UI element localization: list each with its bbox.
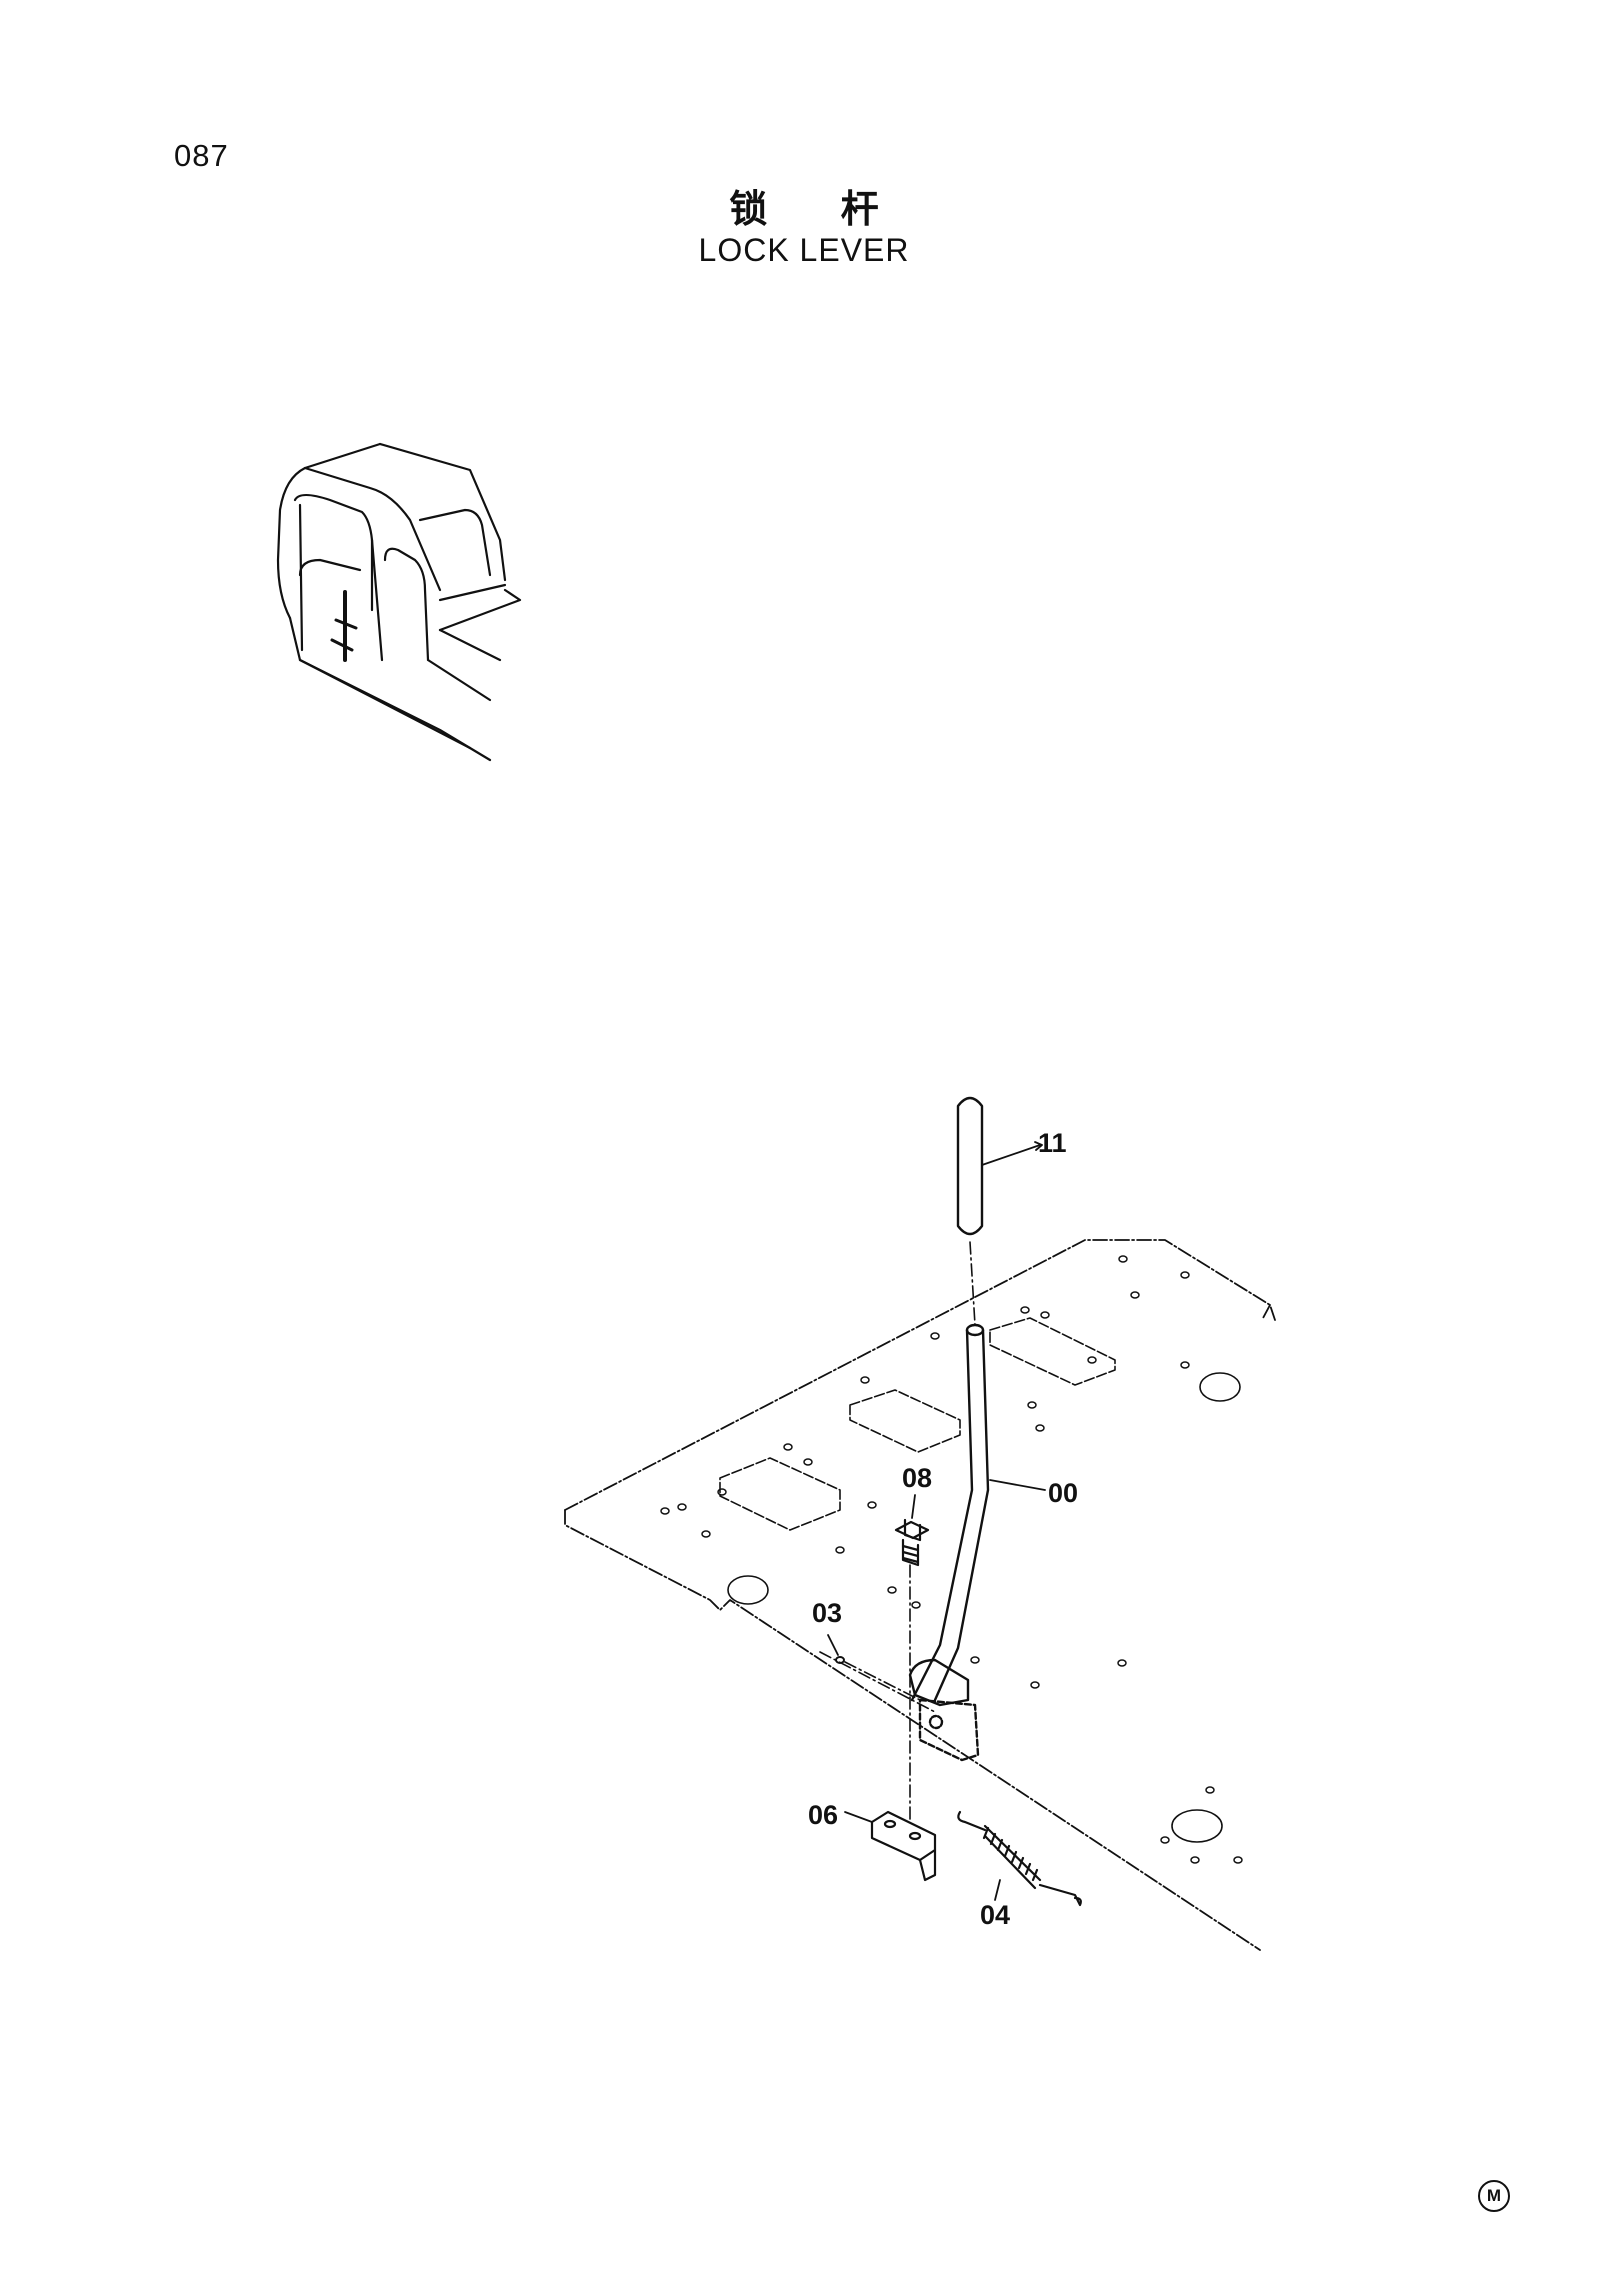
leader-lines — [827, 1141, 1046, 1901]
callout-00: 00 — [1048, 1478, 1079, 1508]
page-number: 087 — [174, 138, 229, 173]
bracket-part-06 — [870, 1810, 937, 1882]
floor-plate-cutouts — [719, 1317, 1241, 1843]
spring-part-04 — [957, 1810, 1082, 1907]
grip-part-11 — [956, 1096, 984, 1236]
callout-08: 08 — [902, 1463, 933, 1493]
cab-locator-illustration — [276, 442, 522, 762]
floor-plate — [564, 1239, 1276, 1951]
floor-plate-holes — [660, 1255, 1243, 1864]
title-chinese: 锁 杆 — [729, 187, 879, 231]
callout-04: 04 — [980, 1900, 1011, 1930]
lock-lever-part-00 — [908, 1323, 990, 1762]
title-english: LOCK LEVER — [698, 232, 910, 268]
callout-06: 06 — [808, 1800, 839, 1830]
bolt-part-08 — [894, 1518, 930, 1567]
manufacturer-mark: M — [1478, 2180, 1510, 2212]
callout-11: 11 — [1038, 1128, 1067, 1158]
callout-03: 03 — [812, 1598, 843, 1628]
assembly-lines — [819, 1241, 976, 1821]
